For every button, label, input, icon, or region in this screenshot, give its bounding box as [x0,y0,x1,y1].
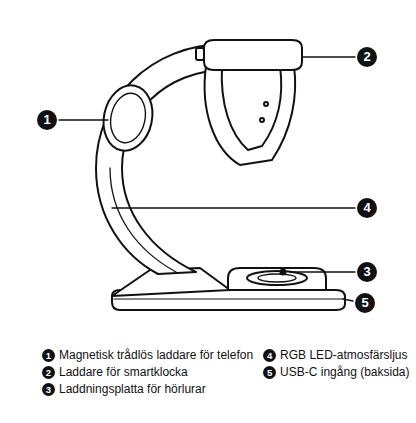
list-text: Magnetisk trådlös laddare för telefon [59,348,253,362]
leader-line [290,271,355,272]
list-text: RGB LED-atmosfärsljus [280,348,407,362]
base-edge [114,298,344,299]
callout-number: 3 [357,262,377,282]
watch-crown [196,48,204,60]
list-text: Laddningsplatta för hörlurar [59,382,206,396]
callout-number: 4 [357,198,377,218]
band-hole [260,118,264,122]
leader-dot [281,270,286,275]
callout-number: 1 [37,110,57,130]
list-number: 1 [42,349,55,362]
list-number: 3 [42,383,55,396]
list-text: USB-C ingång (baksida) [280,365,409,379]
list-text: Laddare för smartklocka [59,365,188,379]
callout-number: 5 [355,293,375,313]
earbud-coil-inner [258,274,296,282]
list-number: 4 [263,349,276,362]
leader-line [302,56,355,57]
earbud-pad [228,268,326,290]
list-number: 2 [42,366,55,379]
band-hole [264,102,268,106]
leader-line [59,119,108,120]
earbud-coil [247,271,307,285]
phone-charger [98,81,159,156]
phone-charger-ring [106,90,150,146]
leader-line [343,299,353,301]
smartwatch [204,40,302,70]
led-strip [110,168,176,272]
leader-line [112,207,355,208]
watch-band [205,66,296,165]
callout-number: 2 [357,47,377,67]
list-number: 5 [263,366,276,379]
